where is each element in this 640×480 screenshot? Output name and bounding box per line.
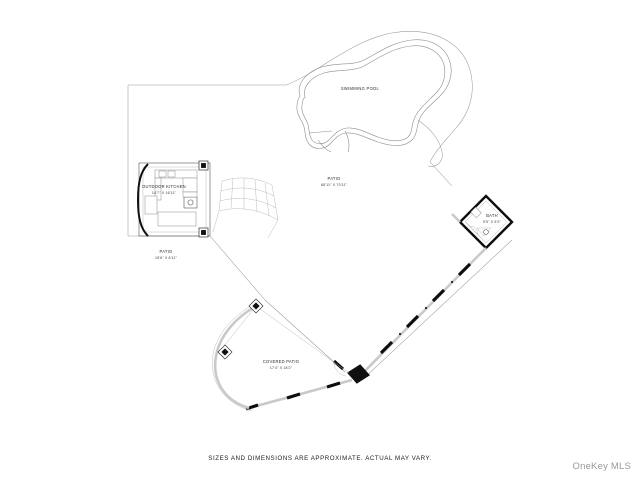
outdoor-kitchen-structure [136, 160, 211, 238]
label-patio-lower-left: PATIO [160, 249, 173, 254]
column-marker-upper [248, 298, 264, 314]
dim-bath: 5'5" X 5'2" [483, 220, 502, 224]
dim-outdoor-kitchen: 14'7" X 16'11" [152, 191, 177, 195]
room-labels: SWIMMING POOL OUTDOOR KITCHEN 14'7" X 16… [142, 86, 501, 370]
curved-steps [212, 177, 279, 239]
label-patio-main: PATIO [328, 176, 341, 181]
label-covered-patio: COVERED PATIO [263, 359, 299, 364]
disclaimer-text: SIZES AND DIMENSIONS ARE APPROXIMATE. AC… [208, 455, 432, 462]
label-swimming-pool: SWIMMING POOL [341, 86, 380, 91]
patio-perimeter-walls [245, 255, 479, 411]
column-marker-lower [217, 344, 233, 360]
dim-patio-lower-left: 15'6" X 8'11" [155, 256, 178, 260]
covered-patio-structure [212, 298, 350, 412]
onekey-mls-watermark: OneKey MLS [572, 461, 631, 472]
label-bath: BATH [486, 213, 498, 218]
dim-patio-main: 65'11" X 70'11" [321, 183, 348, 187]
bath-room [451, 194, 514, 257]
label-outdoor-kitchen: OUTDOOR KITCHEN [142, 184, 186, 189]
swimming-pool-outline [296, 39, 452, 167]
dim-covered-patio: 17'4" X 18'2" [270, 366, 293, 370]
